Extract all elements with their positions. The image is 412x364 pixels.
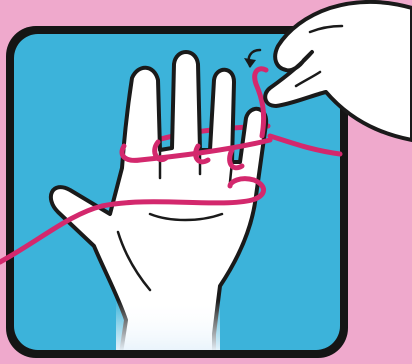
wrist-fade [116, 300, 220, 352]
